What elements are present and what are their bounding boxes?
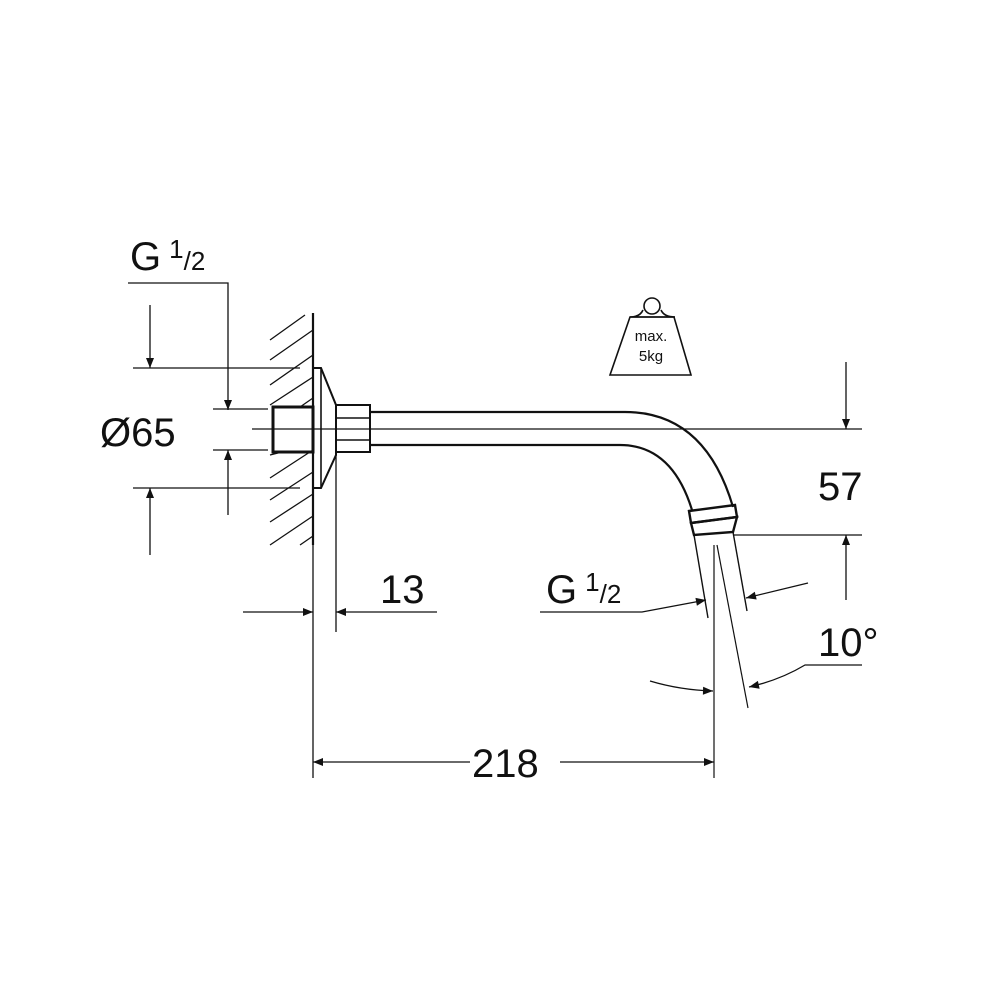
diameter-label: Ø65 (100, 411, 176, 455)
drop-dimension (733, 362, 862, 600)
angle-dimension (649, 664, 862, 695)
length-label: 218 (472, 742, 539, 786)
thread-dimension-right (540, 582, 809, 613)
max-weight-icon (608, 297, 693, 376)
angle-label: 10° (818, 621, 879, 665)
thread-dimension-left (128, 282, 268, 515)
diameter-dimension (133, 305, 300, 555)
angled-outlet-axis (716, 544, 749, 709)
drop-label: 57 (818, 465, 863, 509)
weight-label-max: max. (635, 328, 668, 345)
weight-label-value: 5kg (639, 348, 663, 365)
depth-label: 13 (380, 568, 425, 612)
wall-fitting (271, 367, 371, 632)
